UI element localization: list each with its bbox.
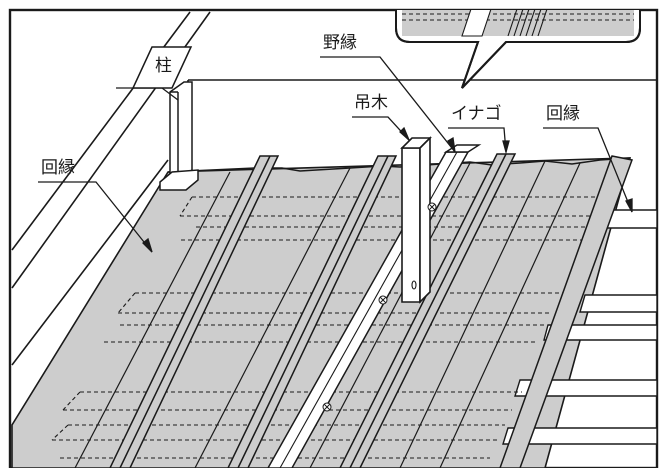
nail-cross-circle-icon — [427, 202, 437, 212]
tsurigi-post — [400, 136, 432, 304]
pillar-label-tag — [131, 46, 193, 89]
label-tsurigi: 吊木 — [354, 93, 388, 113]
nail-cross-circle-icon — [378, 295, 388, 305]
background-beams — [502, 209, 657, 445]
leader-inago — [448, 127, 510, 155]
leader-tsurigi — [352, 116, 410, 141]
callout-bubble — [395, 10, 641, 89]
board-seams — [74, 160, 581, 468]
label-nobuchi: 野縁 — [323, 33, 357, 53]
slanted-rails — [109, 153, 634, 468]
pillar — [159, 81, 199, 191]
label-mawaribuchi-right: 回縁 — [546, 104, 580, 124]
label-mawaribuchi-left: 回縁 — [41, 158, 75, 178]
nail-cross-circle-icon — [322, 402, 332, 412]
label-inago: イナゴ — [451, 104, 502, 124]
leader-mawaribuchi-left — [38, 181, 153, 253]
label-pillar: 柱 — [155, 56, 172, 76]
leader-nobuchi — [320, 56, 456, 153]
bolt-hole-icon — [411, 280, 417, 290]
leader-mawaribuchi-right — [543, 127, 633, 213]
nail-marks — [322, 202, 437, 412]
